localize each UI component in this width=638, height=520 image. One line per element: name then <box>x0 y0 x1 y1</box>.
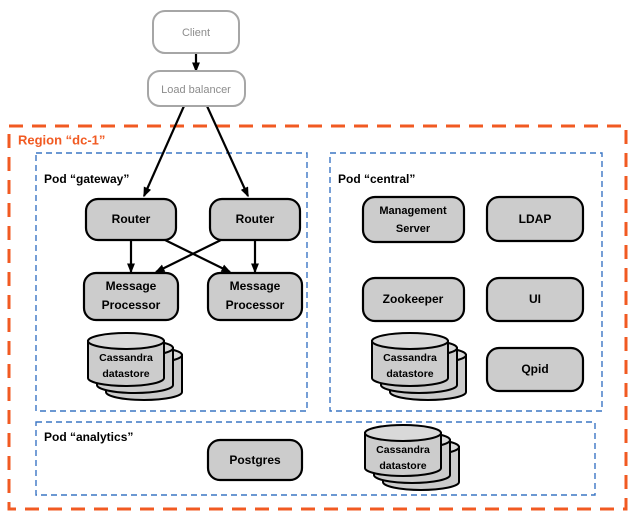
pod-gateway-label: Pod “gateway” <box>44 172 129 186</box>
region-label: Region “dc-1” <box>18 132 105 147</box>
node-cassandra-analytics[interactable]: Cassandra datastore <box>364 424 460 491</box>
node-postgres-label: Postgres <box>229 453 281 467</box>
node-cassandra-central[interactable]: Cassandra datastore <box>371 332 467 401</box>
pod-analytics-border <box>35 421 596 496</box>
node-message-processor-2-label-line1: Message <box>230 279 281 293</box>
pod-gateway-border <box>35 152 308 412</box>
node-ldap[interactable]: LDAP <box>485 195 585 243</box>
node-load-balancer-label: Load balancer <box>161 84 231 96</box>
node-router-2[interactable]: Router <box>208 197 302 242</box>
node-zookeeper-label: Zookeeper <box>383 292 444 306</box>
node-router-1[interactable]: Router <box>84 197 178 242</box>
node-message-processor-2[interactable]: Message Processor <box>206 271 304 322</box>
node-router-2-label: Router <box>236 212 275 226</box>
node-cassandra-analytics-label-line2: datastore <box>379 460 426 472</box>
node-cassandra-gateway-label-line2: datastore <box>102 368 149 380</box>
node-message-processor-1[interactable]: Message Processor <box>82 271 180 322</box>
pod-central-border <box>329 152 603 412</box>
cassandra-gateway-cylinder-front <box>87 332 165 387</box>
node-cassandra-central-label-line1: Cassandra <box>383 352 437 364</box>
node-zookeeper[interactable]: Zookeeper <box>361 276 466 323</box>
node-load-balancer[interactable]: Load balancer <box>147 70 246 107</box>
node-cassandra-gateway[interactable]: Cassandra datastore <box>87 332 183 401</box>
node-ui-label: UI <box>529 292 541 306</box>
node-message-processor-2-label-line2: Processor <box>226 298 285 312</box>
node-client-label: Client <box>182 27 210 39</box>
node-postgres[interactable]: Postgres <box>206 438 304 482</box>
region-dc1-border <box>7 124 628 511</box>
node-qpid-label: Qpid <box>521 362 548 376</box>
node-management-server-label-line1: Management <box>379 205 447 217</box>
node-client[interactable]: Client <box>152 10 240 54</box>
edge-load-balancer-to-router-2 <box>205 105 250 198</box>
node-router-1-label: Router <box>112 212 151 226</box>
edge-router-2-to-message-processor-1 <box>154 239 222 273</box>
edge-load-balancer-to-router-1 <box>142 105 186 198</box>
cassandra-analytics-cylinder-front <box>364 424 442 477</box>
node-cassandra-analytics-label-line1: Cassandra <box>376 444 430 456</box>
node-message-processor-1-label-line2: Processor <box>102 298 161 312</box>
cassandra-central-cylinder-front <box>371 332 449 387</box>
node-management-server-label-line2: Server <box>396 223 431 235</box>
node-ldap-label: LDAP <box>519 212 552 226</box>
node-cassandra-central-label-line2: datastore <box>386 368 433 380</box>
node-ui[interactable]: UI <box>485 276 585 323</box>
pod-central-label: Pod “central” <box>338 172 415 186</box>
pod-analytics-label: Pod “analytics” <box>44 430 133 444</box>
node-management-server[interactable]: Management Server <box>361 195 466 244</box>
edge-router-1-to-message-processor-2 <box>164 239 232 273</box>
node-qpid[interactable]: Qpid <box>485 346 585 393</box>
node-cassandra-gateway-label-line1: Cassandra <box>99 352 153 364</box>
node-message-processor-1-label-line1: Message <box>106 279 157 293</box>
